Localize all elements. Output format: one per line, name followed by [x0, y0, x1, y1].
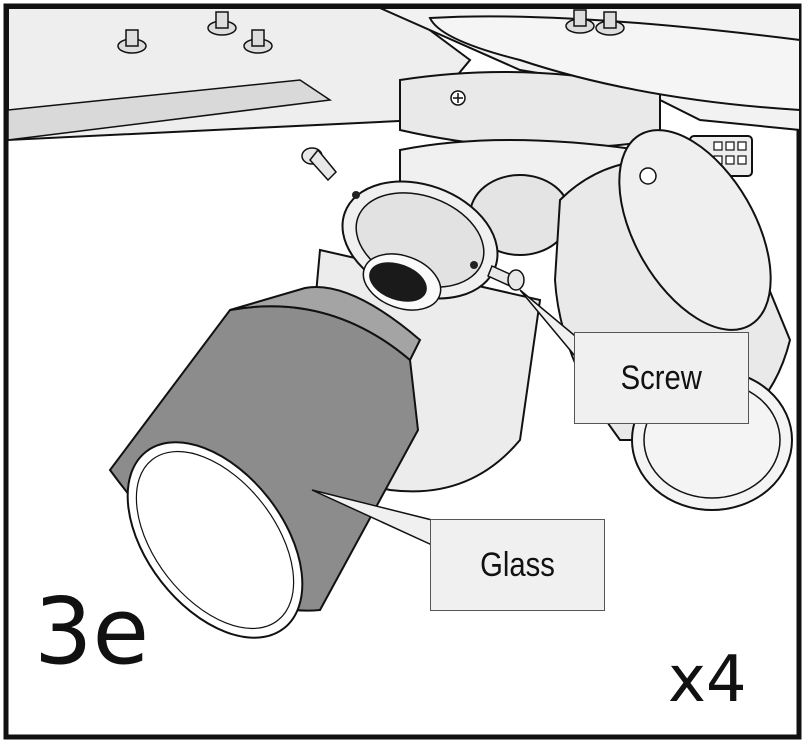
installed-screw [487, 264, 525, 291]
glass-label: Glass [480, 545, 555, 584]
glass-callout: Glass [430, 519, 605, 611]
glass-shade [108, 286, 422, 639]
fan-blade-right [428, 15, 801, 112]
mounting-bolts [117, 9, 625, 54]
step-number: 3e [34, 578, 150, 685]
screw-callout: Screw [574, 332, 749, 424]
quantity-label: x4 [668, 643, 747, 717]
loose-screw [301, 147, 338, 182]
screw-label: Screw [620, 358, 703, 397]
